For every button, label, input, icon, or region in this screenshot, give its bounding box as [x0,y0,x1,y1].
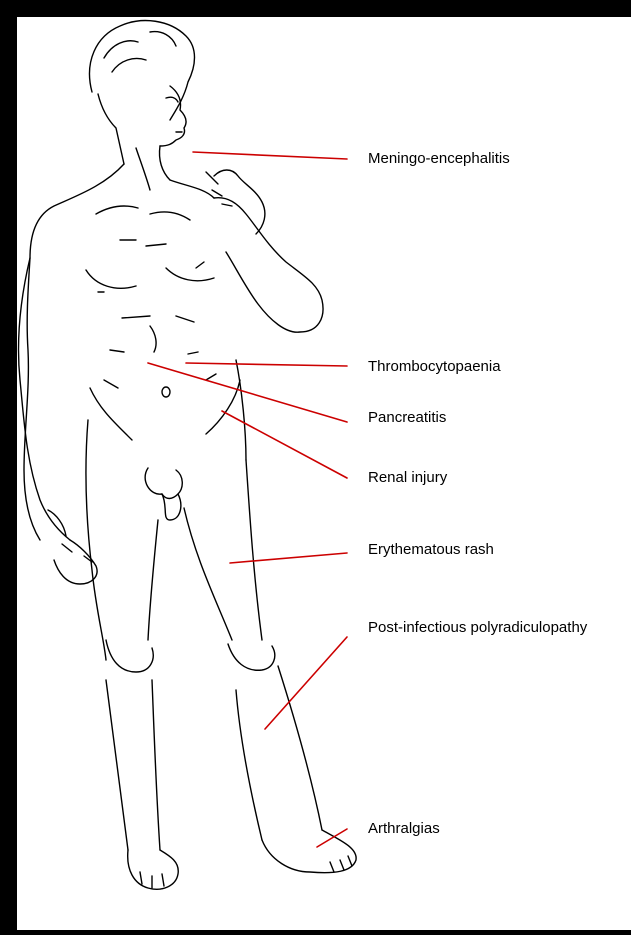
label-post-infectious-polyradiculopathy: Post-infectious polyradiculopathy [368,620,587,635]
leader-lines [148,152,347,847]
label-thrombocytopaenia: Thrombocytopaenia [368,359,501,374]
leader-line-meningo-encephalitis [193,152,347,159]
leader-line-arthralgias [317,829,347,847]
label-arthralgias: Arthralgias [368,821,440,836]
label-renal-injury: Renal injury [368,470,447,485]
diagram-panel: Meningo-encephalitis Thrombocytopaenia P… [17,17,631,930]
body-diagram [17,17,631,930]
leader-line-pancreatitis [148,363,347,422]
label-pancreatitis: Pancreatitis [368,410,446,425]
leader-line-thrombocytopaenia [186,363,347,366]
label-erythematous-rash: Erythematous rash [368,542,494,557]
leader-line-post-infectious-polyradiculopathy [265,637,347,729]
leader-line-renal-injury [222,411,347,478]
label-meningo-encephalitis: Meningo-encephalitis [368,151,510,166]
leader-line-erythematous-rash [230,553,347,563]
